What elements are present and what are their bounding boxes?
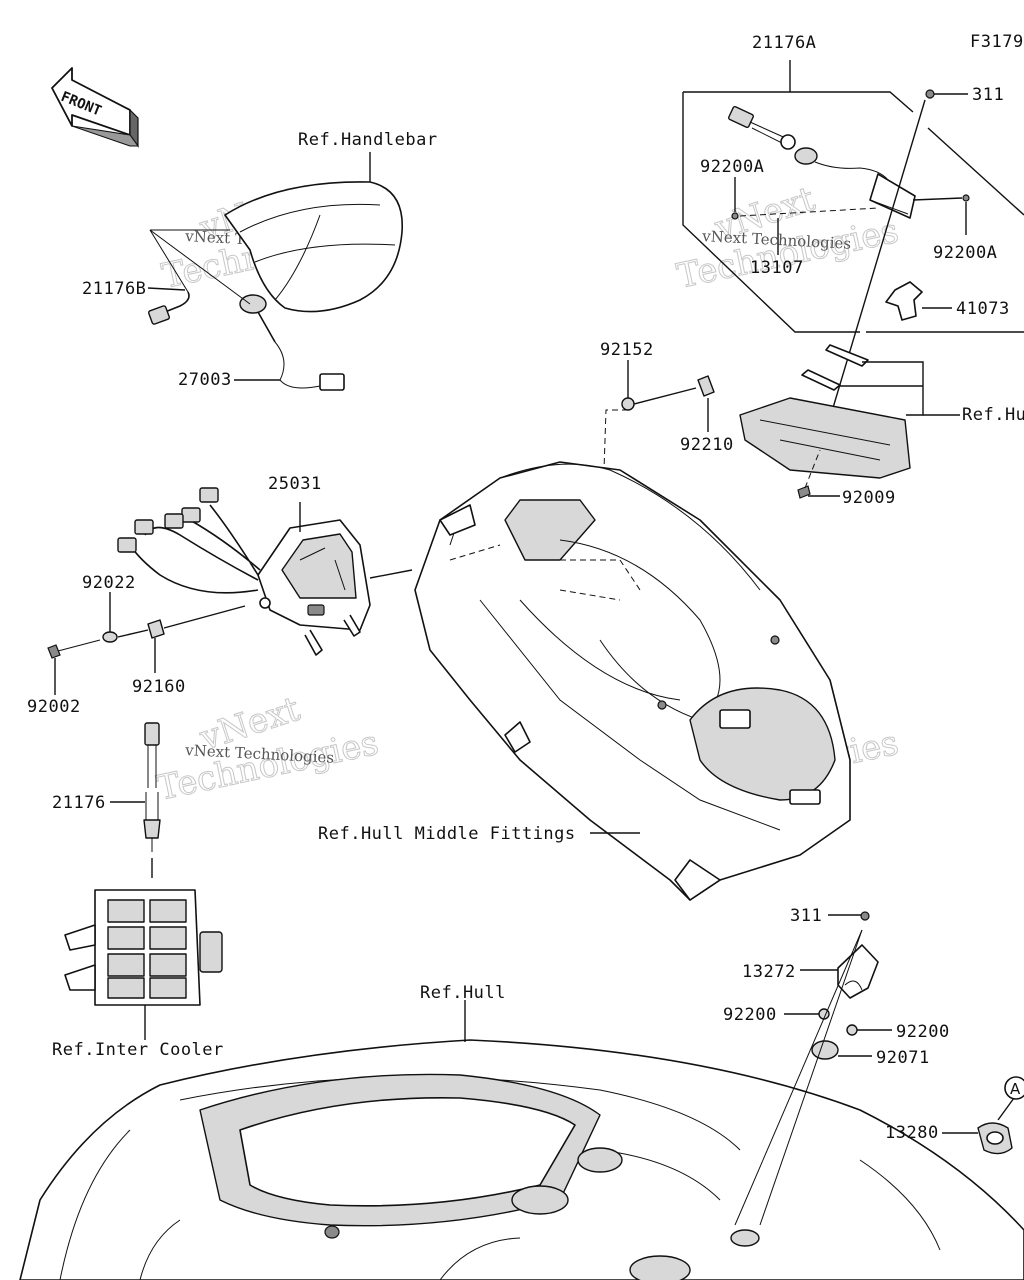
front-arrow-icon: FRONT — [51, 67, 139, 148]
label-25031: 25031 — [268, 474, 322, 494]
label-92071: 92071 — [876, 1048, 930, 1068]
label-13280: 13280 — [885, 1123, 939, 1143]
label-92200A-right: 92200A — [933, 243, 997, 263]
label-92200-left: 92200 — [723, 1005, 777, 1025]
meter-assembly — [117, 487, 413, 656]
hull — [19, 1000, 1024, 1280]
label-13107: 13107 — [750, 258, 804, 278]
label-92160: 92160 — [132, 677, 186, 697]
label-311-top: 311 — [972, 85, 1004, 105]
label-21176B: 21176B — [82, 279, 146, 299]
label-21176A: 21176A — [752, 33, 816, 53]
hull-middle-fittings — [414, 461, 851, 901]
label-92009: 92009 — [842, 488, 896, 508]
callout-letter: A — [1010, 1080, 1021, 1098]
lanyard-kit — [682, 60, 1024, 459]
gasket-13280: A — [942, 1076, 1024, 1155]
hull-cover-bracket — [739, 344, 960, 499]
figure-code: F3179 — [970, 32, 1024, 52]
lower-right-bracket — [734, 911, 892, 1226]
callout-circle — [1004, 1076, 1024, 1100]
meter-fasteners — [47, 592, 246, 695]
ref-hu-truncated: Ref.Hu — [962, 405, 1024, 425]
ref-inter-cooler: Ref.Inter Cooler — [52, 1040, 224, 1060]
label-311-bottom: 311 — [790, 906, 822, 926]
ref-hull-middle-fittings: Ref.Hull Middle Fittings — [318, 824, 576, 844]
label-21176: 21176 — [52, 793, 106, 813]
ref-hull: Ref.Hull — [420, 983, 506, 1003]
label-13272: 13272 — [742, 962, 796, 982]
svg-text:Ref.Handlebar: Ref.Handlebar — [298, 130, 438, 150]
handlebar-assembly: Ref.Handlebar — [148, 130, 438, 391]
label-92022: 92022 — [82, 573, 136, 593]
label-92210: 92210 — [680, 435, 734, 455]
label-92200A-left: 92200A — [700, 157, 764, 177]
label-41073: 41073 — [956, 299, 1010, 319]
label-92152: 92152 — [600, 340, 654, 360]
temperature-sensor — [110, 722, 161, 878]
label-27003: 27003 — [178, 370, 232, 390]
inter-cooler — [64, 889, 223, 1040]
label-92002: 92002 — [27, 697, 81, 717]
label-92200-right: 92200 — [896, 1022, 950, 1042]
